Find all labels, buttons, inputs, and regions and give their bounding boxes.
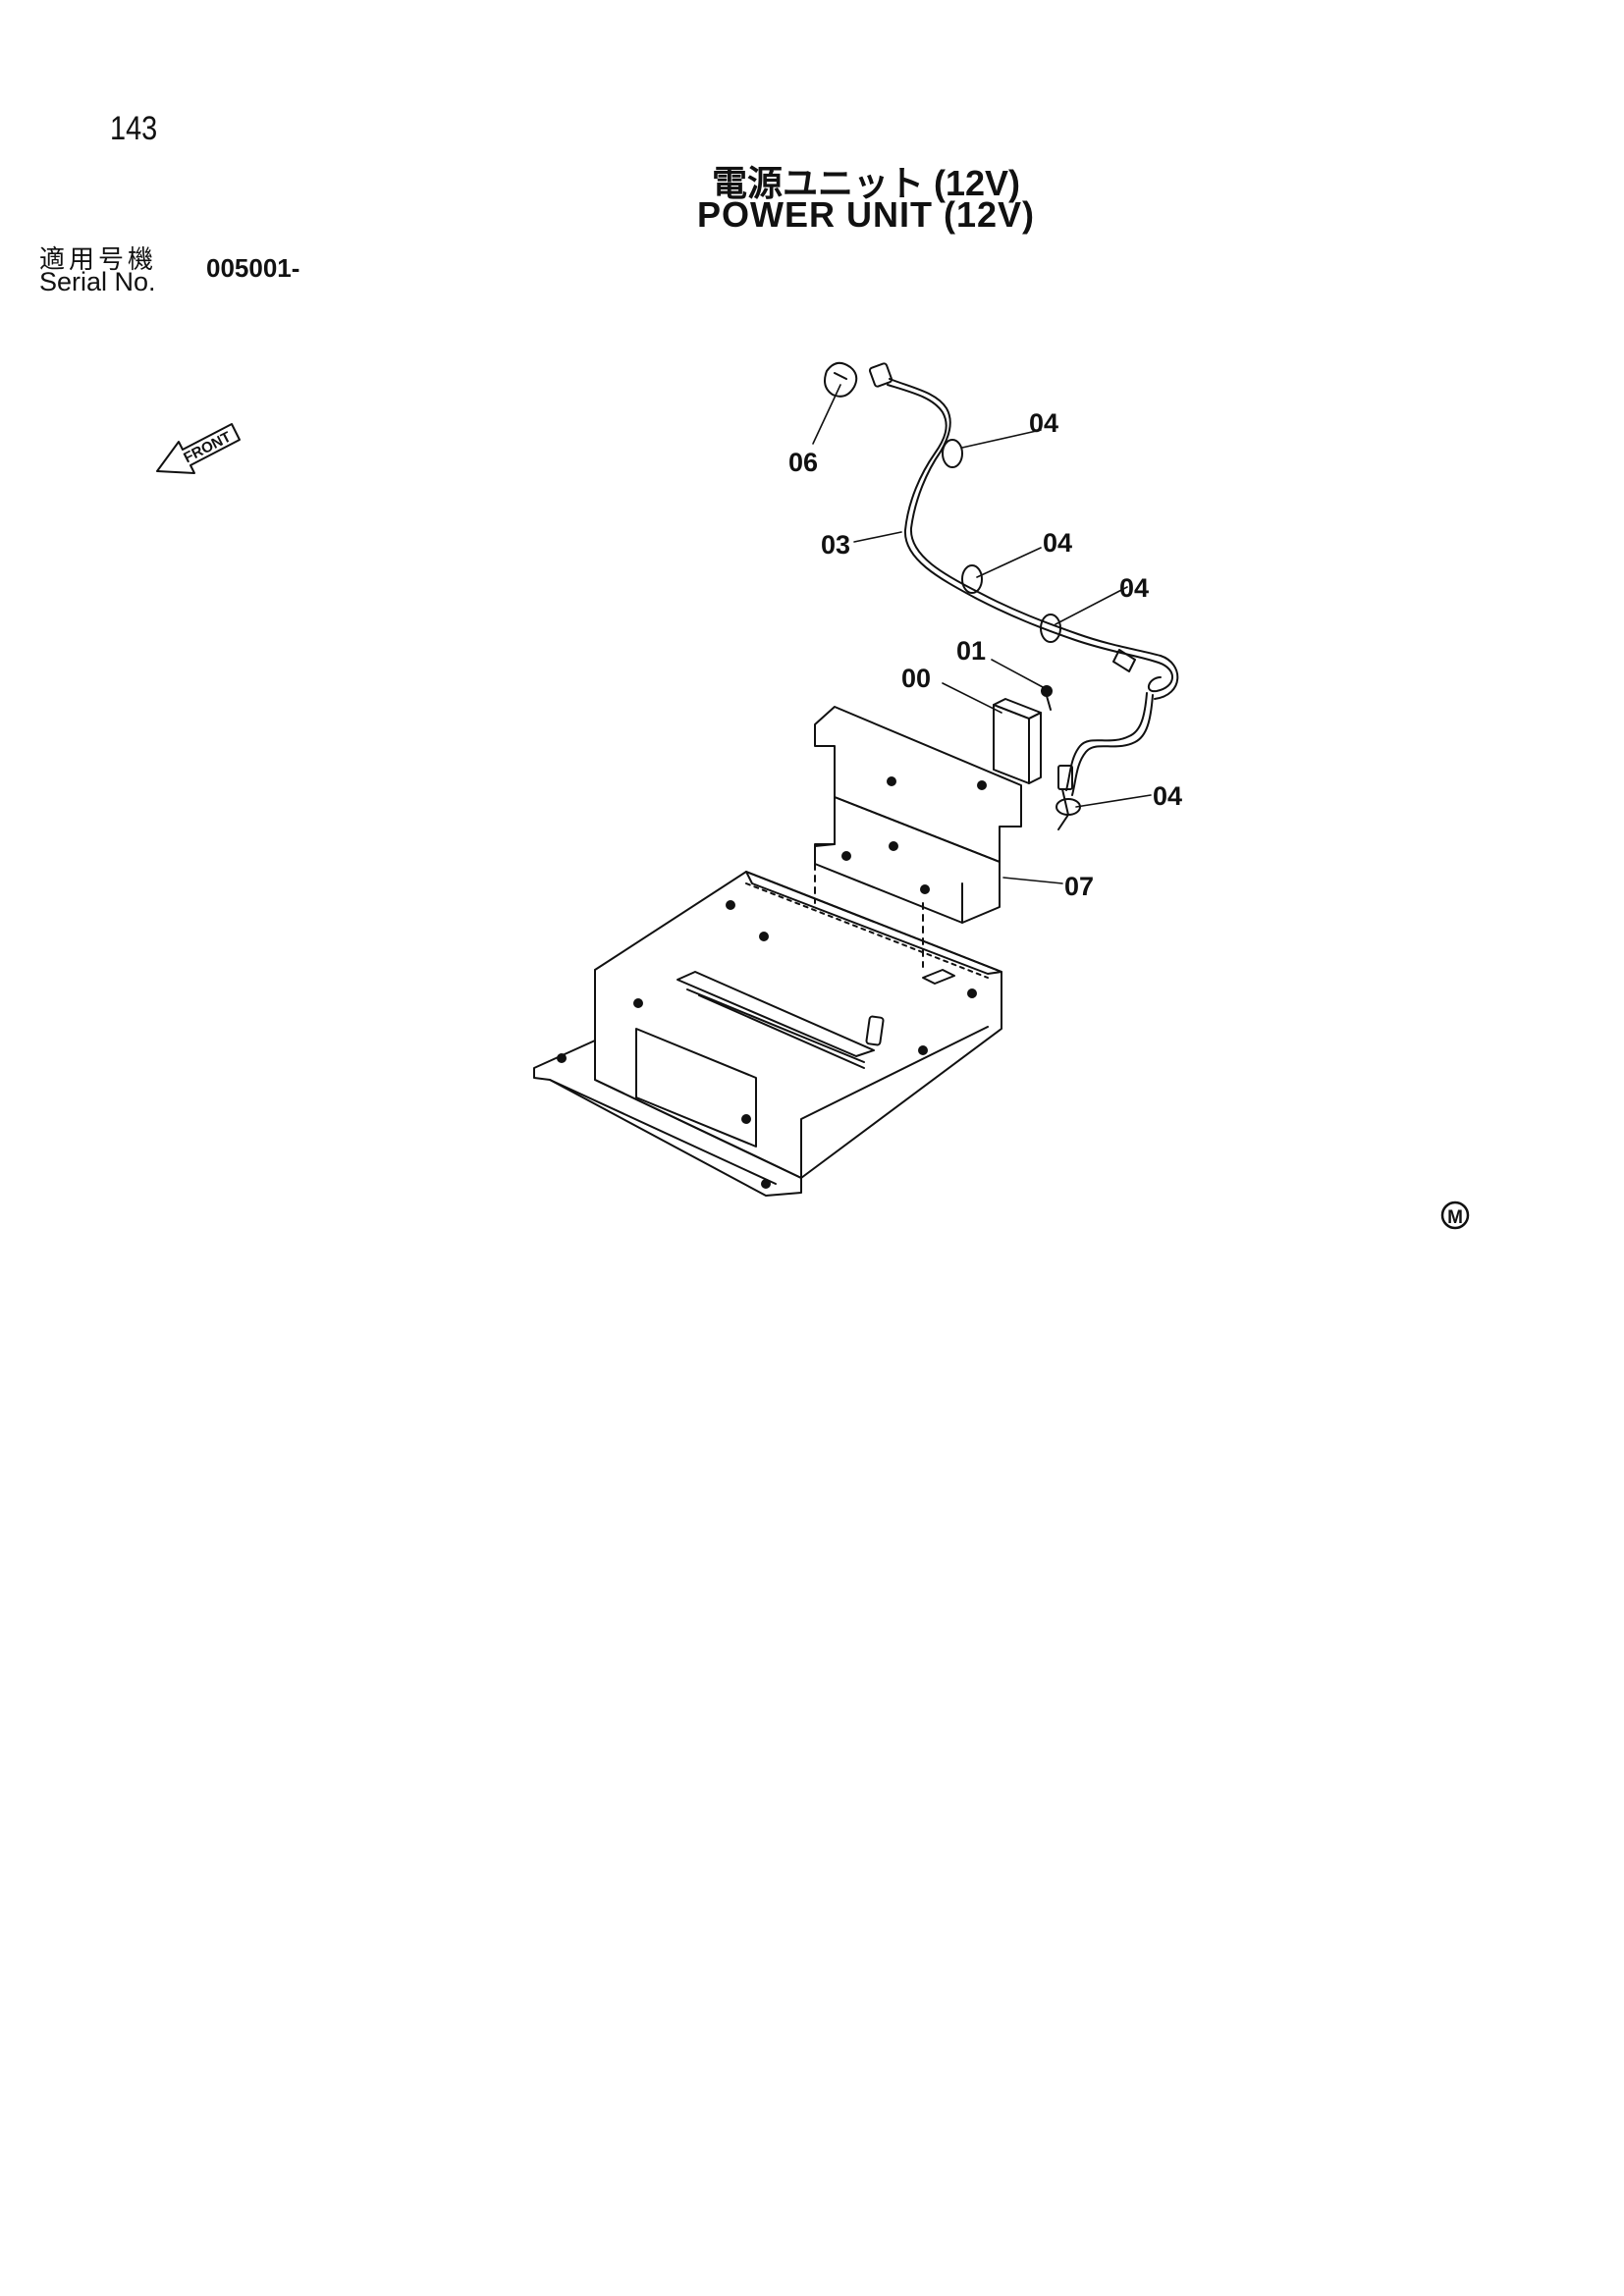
part-04-clamp [1040,614,1061,643]
callout-03: 03 [821,530,850,560]
part-07-bracket [814,706,1022,924]
part-04-clamp [961,564,983,594]
part-00-power-unit [993,698,1042,784]
callout-01: 01 [956,636,986,666]
part-04-clamp [942,439,963,468]
callout-04: 04 [1029,408,1058,438]
part-06-cap [824,361,858,398]
callout-04: 04 [1043,528,1072,558]
page-title: POWER UNIT (12V) [696,194,1036,235]
callout-00: 00 [901,664,931,693]
serial-label: Serial No. [39,267,156,296]
base-frame [533,871,1002,1197]
callout-06: 06 [788,448,818,477]
serial-number-range: 005001- [206,253,300,283]
callout-04: 04 [1119,573,1149,603]
mounting-lines [814,863,924,968]
callout-04: 04 [1153,781,1182,811]
m-mark-icon: M [1440,1201,1470,1230]
part-03-harness [868,362,1179,830]
front-arrow-icon: FRONT [156,423,241,474]
m-mark-label: M [1447,1207,1463,1228]
page-number: 143 [110,110,158,147]
part-01-screw [1041,685,1053,711]
callout-07: 07 [1064,872,1094,901]
leader-lines [812,384,1152,884]
serial-label-japanese: 適用号機 [39,244,158,274]
page-title-japanese: 電源ユニット (12V) [711,163,1021,203]
